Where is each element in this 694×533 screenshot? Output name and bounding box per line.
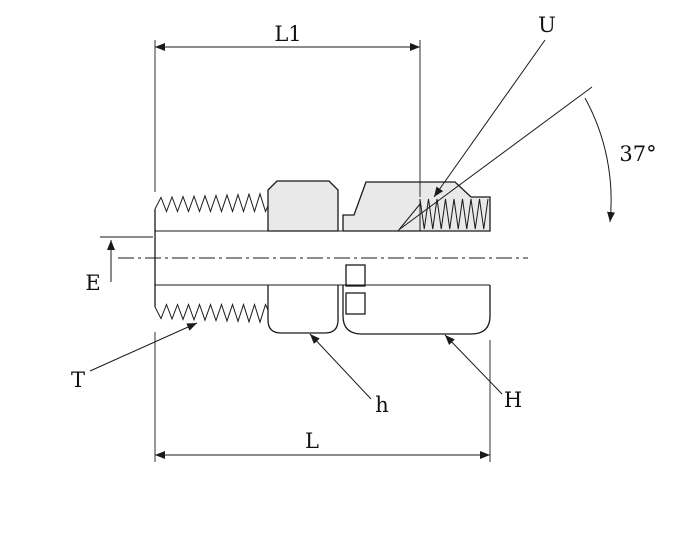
leader-u: U bbox=[433, 13, 556, 198]
hex-bottom bbox=[267, 285, 339, 334]
leader-u-line bbox=[433, 39, 546, 198]
male-thread-top bbox=[154, 192, 269, 214]
leader-h-big: H bbox=[444, 334, 522, 412]
label-l: L bbox=[305, 429, 319, 453]
swivel-nut-bottom bbox=[342, 285, 491, 335]
label-t: T bbox=[71, 368, 85, 392]
dim-l: L bbox=[154, 332, 491, 462]
fitting-body bbox=[154, 180, 491, 335]
flare-angle-line bbox=[399, 86, 593, 230]
label-h-small: h bbox=[375, 393, 389, 417]
angle-annotation: 37° bbox=[399, 86, 657, 230]
leader-t-line bbox=[89, 322, 198, 372]
dim-l1: L1 bbox=[154, 22, 421, 197]
leader-h-small: h bbox=[309, 333, 389, 417]
label-u: U bbox=[538, 13, 556, 37]
flare-seat-line bbox=[397, 203, 421, 232]
leader-t: T bbox=[71, 322, 198, 392]
snap-ring-groove-upper bbox=[345, 264, 366, 287]
label-e: E bbox=[85, 271, 100, 295]
swivel-nut-top-section bbox=[342, 181, 491, 232]
dim-e: E bbox=[85, 236, 153, 295]
label-h-big: H bbox=[504, 388, 522, 412]
leader-h-big-line bbox=[444, 334, 503, 395]
label-l1: L1 bbox=[274, 22, 301, 46]
hex-top-section bbox=[267, 180, 339, 232]
angle-arc bbox=[584, 97, 616, 223]
nut-internal-thread bbox=[419, 198, 489, 230]
male-thread-bottom bbox=[154, 302, 269, 324]
leader-h-small-line bbox=[309, 333, 372, 400]
label-angle: 37° bbox=[619, 142, 656, 166]
snap-ring-groove-lower bbox=[345, 292, 366, 315]
